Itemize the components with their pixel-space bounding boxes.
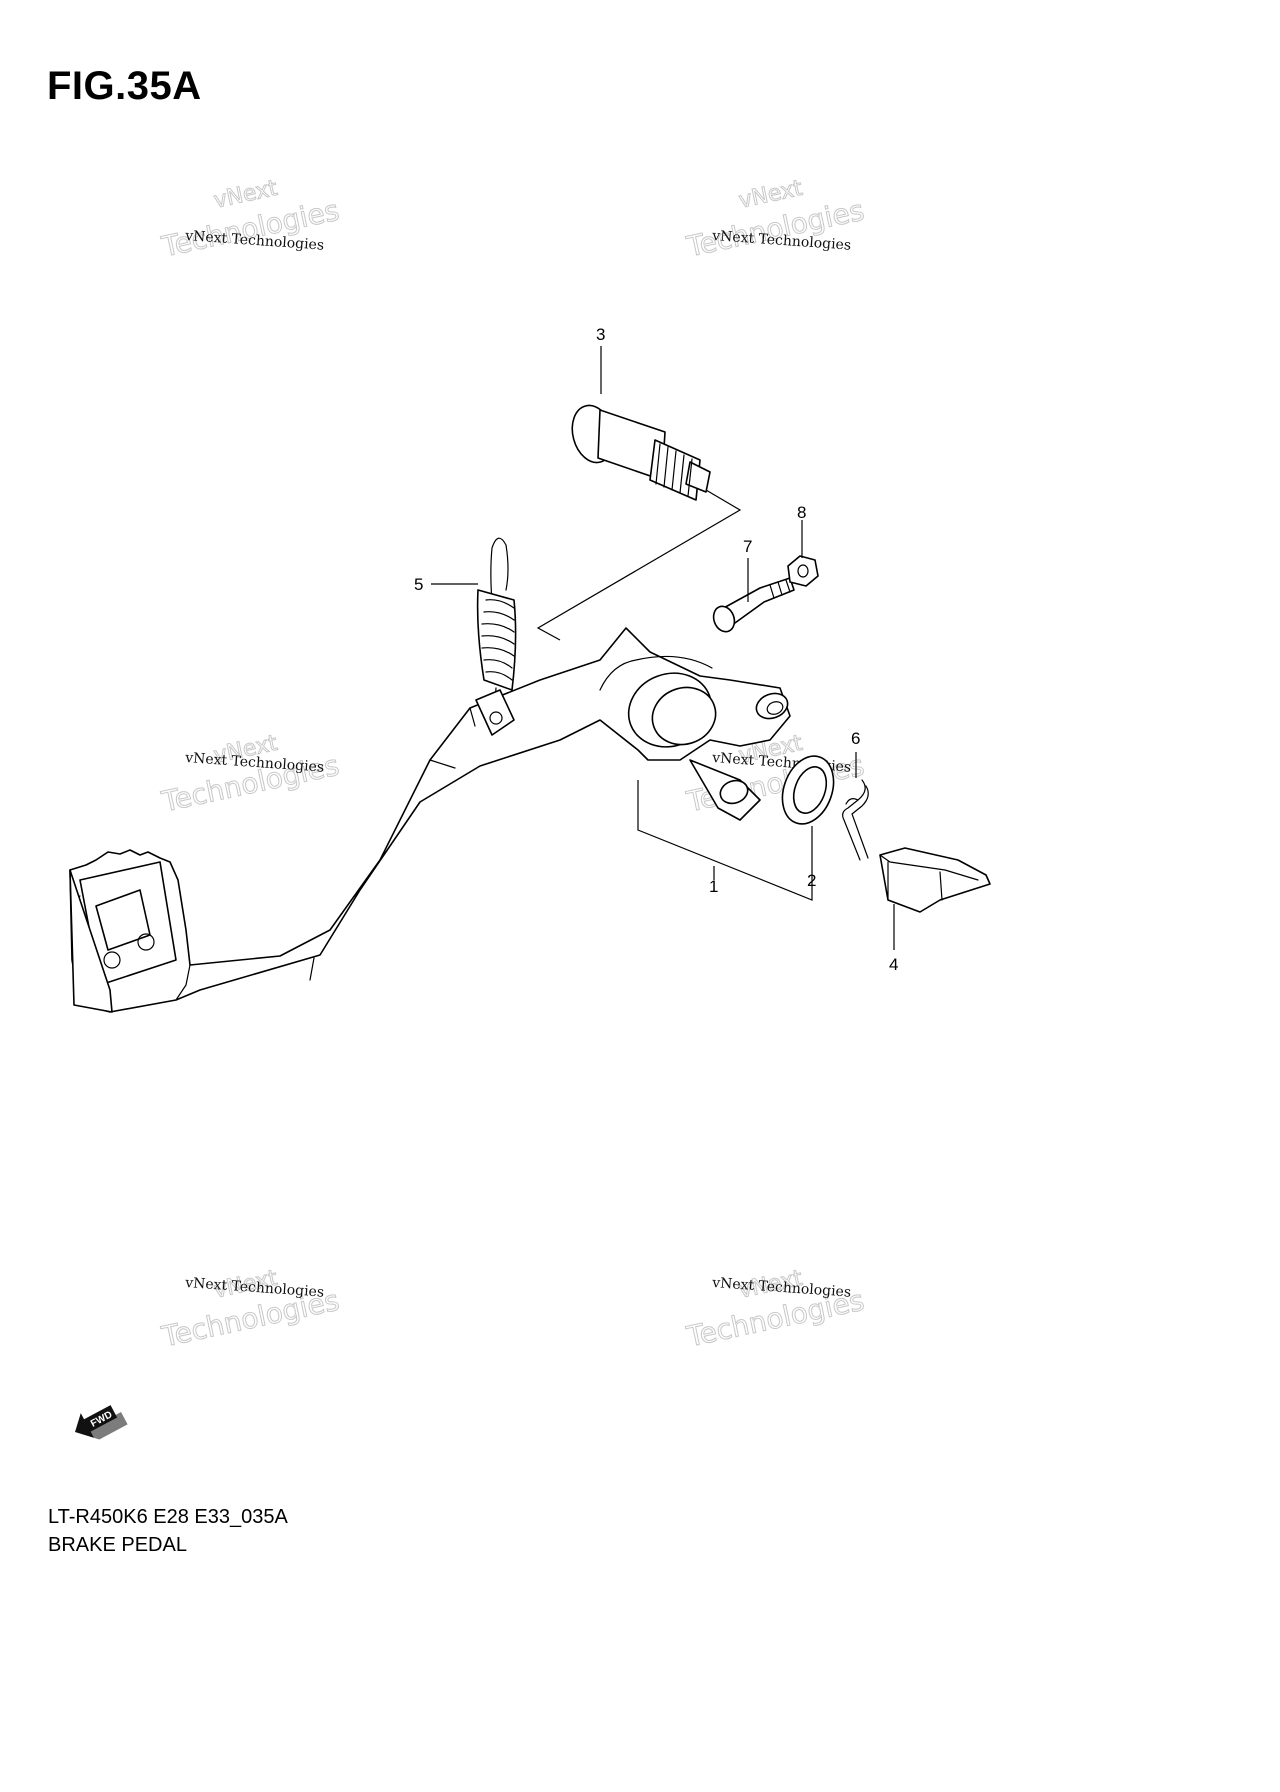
watermark-bottom-right: vNext Technologies — [683, 1265, 868, 1354]
callout-4: 4 — [889, 955, 898, 974]
figure-title: FIG.35A — [47, 64, 202, 108]
part-3-pivot-bolt — [571, 404, 711, 501]
part-2-washer — [781, 755, 835, 825]
fwd-arrow-icon: FWD — [75, 1405, 128, 1440]
callout-6: 6 — [851, 729, 860, 748]
model-code: LT-R450K6 E28 E33_035A — [48, 1506, 288, 1528]
assembly-line-bolt — [536, 489, 742, 641]
part-8-nut — [787, 555, 819, 587]
callout-7: 7 — [743, 537, 752, 556]
watermark-small-text: vNext Technologies — [184, 1275, 325, 1301]
callout-8: 8 — [797, 503, 806, 522]
part-7-bolt — [712, 577, 795, 633]
leader-1 — [637, 780, 813, 901]
diagram-caption: BRAKE PEDAL — [48, 1534, 187, 1556]
watermark-bottom-left: vNext Technologies — [158, 1265, 343, 1354]
part-4-guard — [879, 847, 991, 913]
callout-1: 1 — [709, 877, 718, 896]
callout-2: 2 — [807, 871, 816, 890]
part-6-cotter-pin — [842, 779, 869, 861]
callout-5: 5 — [414, 575, 423, 594]
watermark-small-text: vNext Technologies — [711, 1275, 852, 1301]
callout-3: 3 — [596, 325, 605, 344]
part-1-brake-pedal — [69, 627, 791, 1013]
